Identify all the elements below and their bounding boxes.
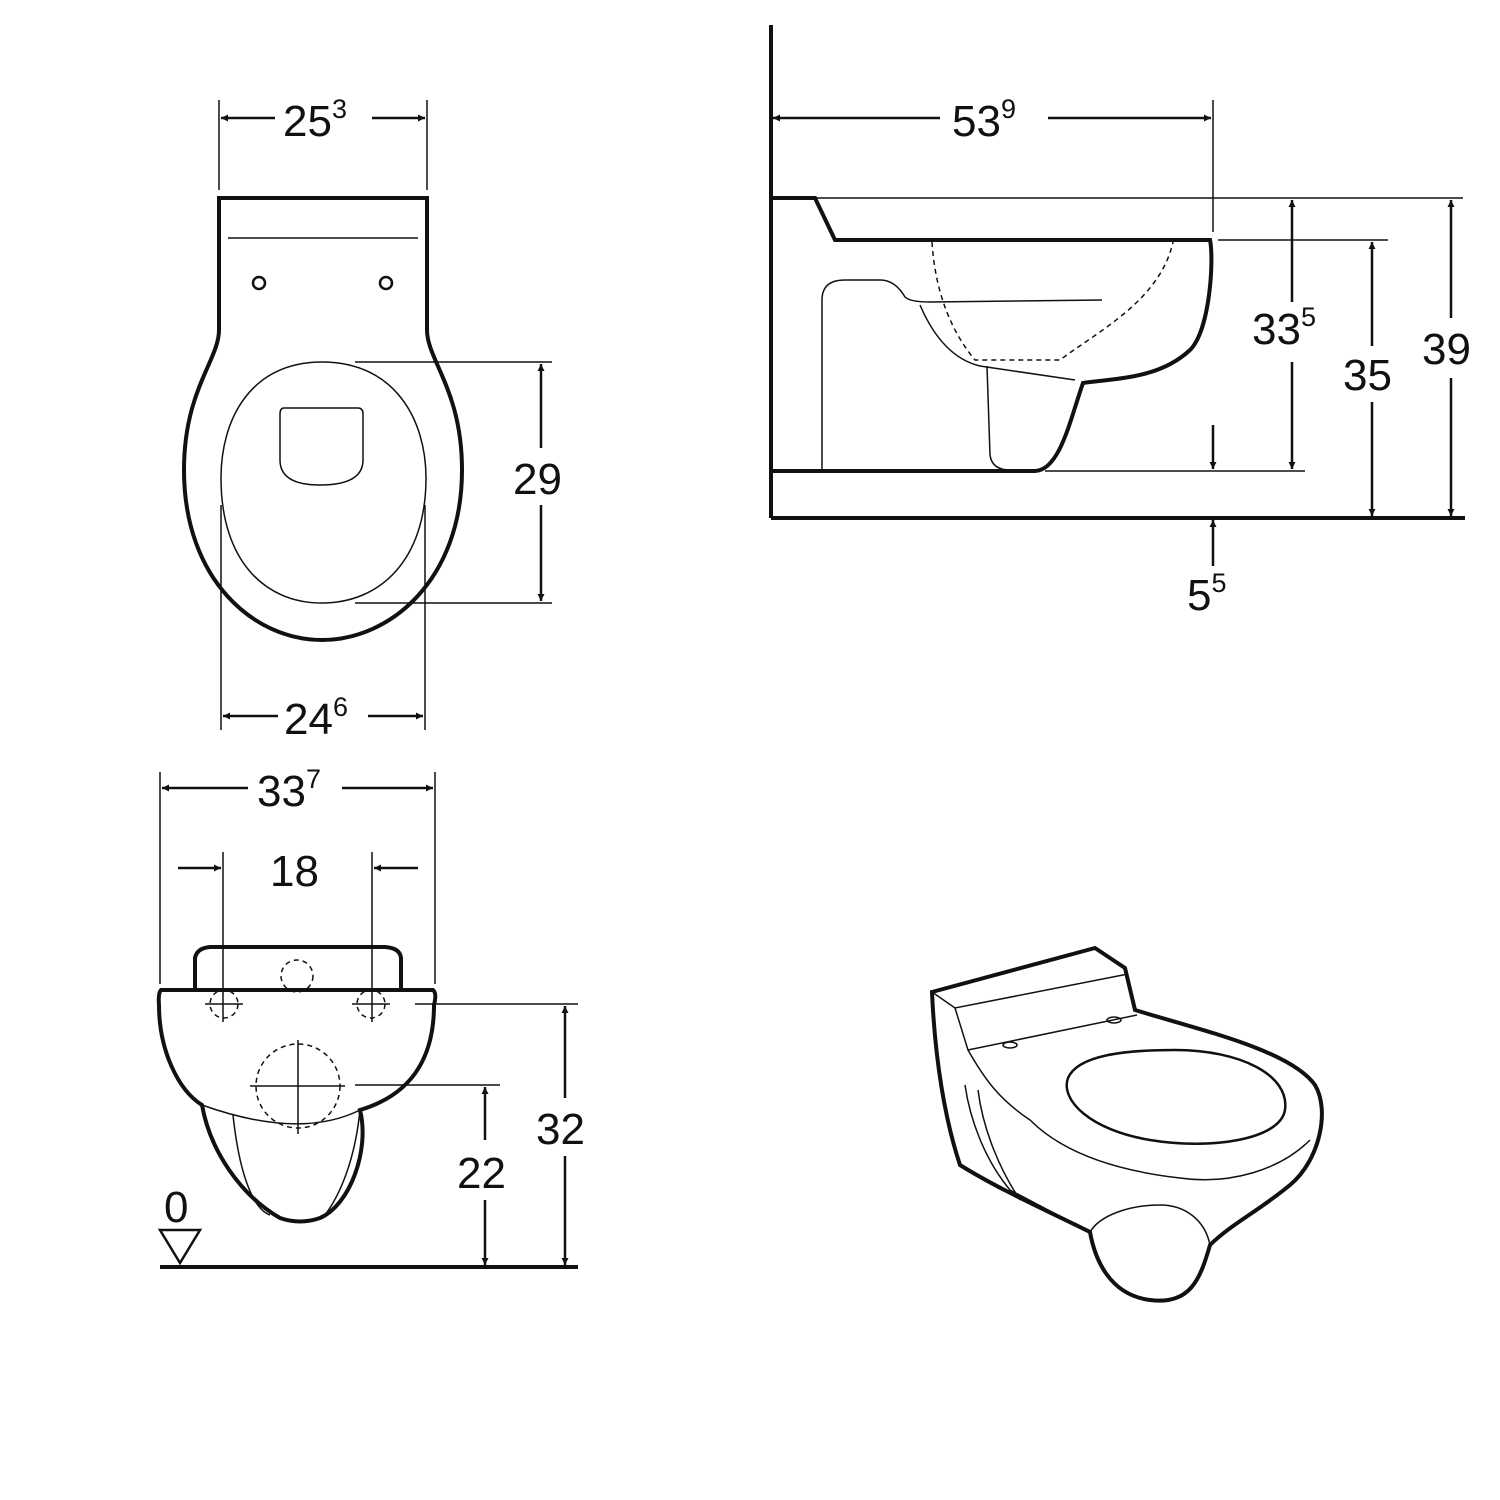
dim-bolt-spacing: 18 xyxy=(270,847,319,896)
inner-body-line xyxy=(821,279,1103,470)
dim-overall-width: 337 xyxy=(257,764,321,816)
perspective-outline xyxy=(929,945,1324,1303)
foot-line xyxy=(986,365,1011,471)
perspective-view xyxy=(929,945,1324,1303)
foot-left-line xyxy=(232,1114,271,1216)
fixing-hole-front-right xyxy=(1106,1016,1122,1024)
foot-top-line xyxy=(1089,1204,1211,1246)
dim-rim-to-floor: 335 xyxy=(1252,302,1316,354)
bowl-opening xyxy=(279,407,364,486)
dim-width-top: 253 xyxy=(283,94,347,146)
water-inlet-hidden xyxy=(280,959,314,993)
dim-seat-length: 29 xyxy=(513,455,562,504)
foot-right-line xyxy=(324,1109,361,1216)
fixing-hole-left xyxy=(251,275,267,291)
side-panel-inner-line xyxy=(977,1089,1021,1201)
dim-seat-thickness: 55 xyxy=(1187,568,1227,620)
dim-fixing-height: 32 xyxy=(536,1105,585,1154)
seat-outline xyxy=(220,361,427,604)
level-triangle-icon xyxy=(157,1228,203,1266)
front-view: 337 18 22 32 0 xyxy=(156,764,585,1269)
dim-width-bowl: 246 xyxy=(284,692,348,744)
perspective-seat xyxy=(1065,1048,1287,1145)
bowl-hidden-line xyxy=(931,241,1174,361)
fixing-hole-right xyxy=(378,275,394,291)
rim-contour xyxy=(967,1049,1311,1181)
trap-line xyxy=(919,304,1076,381)
dim-total-height: 39 xyxy=(1422,325,1471,374)
floor-level-label: 0 xyxy=(164,1183,188,1232)
tank-front-edge xyxy=(954,1007,1138,1051)
side-view-outline xyxy=(771,196,1214,473)
rim-under-line xyxy=(201,1104,361,1125)
fixing-hole-front-left xyxy=(1002,1041,1018,1049)
side-panel-line xyxy=(964,1084,1091,1233)
side-view: 539 335 35 39 55 xyxy=(769,25,1471,620)
dim-outlet-height: 22 xyxy=(457,1149,506,1198)
dim-rim-height: 35 xyxy=(1343,351,1392,400)
top-view-outline xyxy=(181,196,465,643)
top-view: 253 29 246 xyxy=(181,94,562,744)
back-plate xyxy=(193,945,403,990)
tank-top-edge xyxy=(931,973,1129,1009)
dim-projection: 539 xyxy=(952,94,1016,146)
front-bowl-outline xyxy=(156,988,438,1224)
